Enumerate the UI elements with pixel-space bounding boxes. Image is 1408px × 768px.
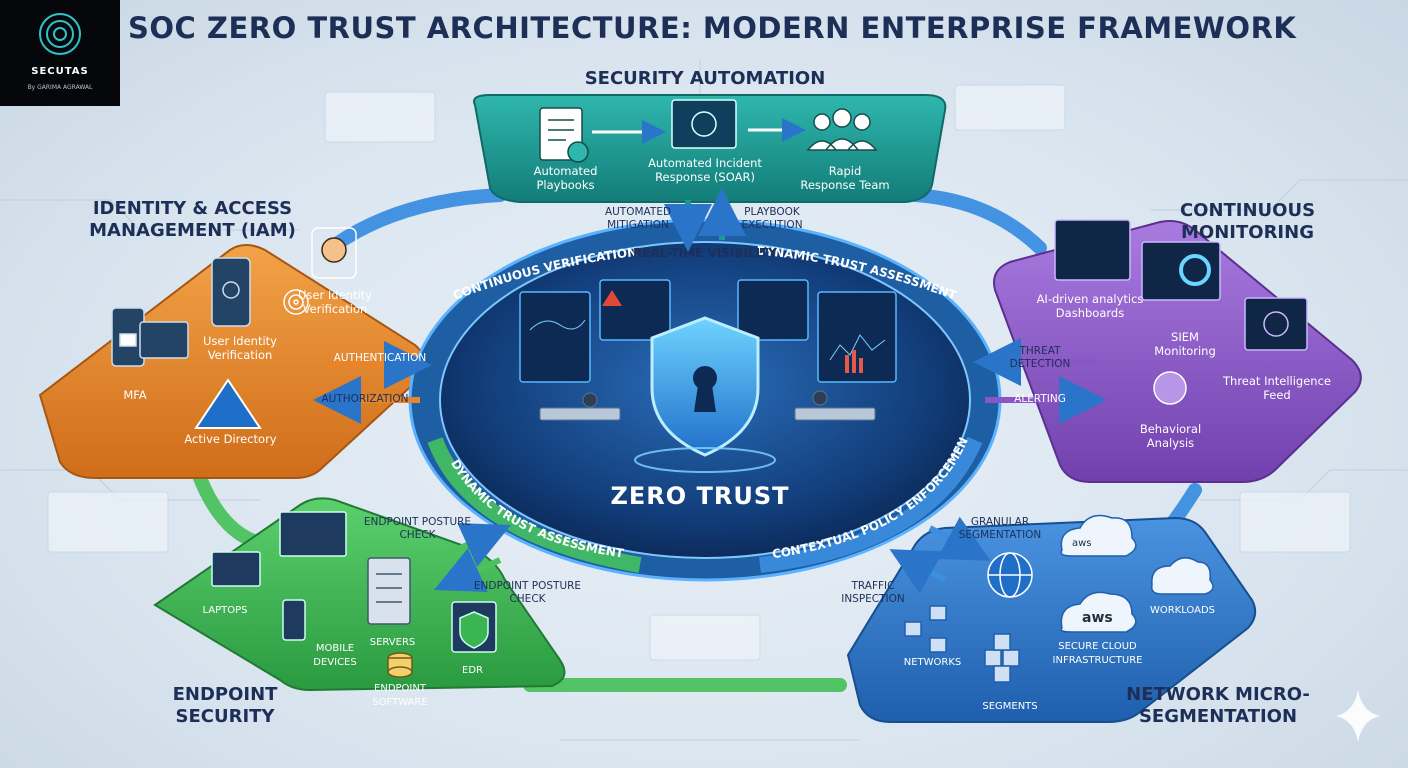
- code-window-icon: [139, 321, 189, 359]
- background-panels: [47, 84, 1351, 661]
- item-behavioral: Behavioral Analysis: [1139, 422, 1202, 450]
- section-title-monitoring: CONTINUOUS MONITORING: [1179, 200, 1316, 243]
- ai-dashboard-icon: [1054, 219, 1131, 281]
- flow-traffic-inspection: TRAFFIC INSPECTION: [841, 580, 905, 605]
- edr-shield-icon: [451, 601, 497, 653]
- flow-alerting: ALERTING: [1014, 393, 1066, 405]
- response-team-icon: [806, 108, 878, 151]
- playbook-icon: [539, 107, 589, 163]
- item-edr: EDR: [462, 665, 483, 676]
- section-title-endpoint: ENDPOINT SECURITY: [172, 684, 278, 727]
- soar-monitor-icon: [671, 99, 737, 149]
- item-active-directory: Active Directory: [184, 432, 277, 446]
- cloud-icon: [1060, 514, 1214, 633]
- analyst-desks: [539, 390, 876, 421]
- laptop-icon: [211, 511, 347, 587]
- ring-label-top: REAL-TIME VISIBILITY: [633, 246, 777, 260]
- item-user-identity-1: User Identity Verification: [298, 288, 372, 316]
- flow-playbook-execution: PLAYBOOK EXECUTION: [741, 206, 803, 231]
- section-title-iam: IDENTITY & ACCESS MANAGEMENT (IAM): [89, 198, 296, 241]
- item-user-identity-2: User Identity Verification: [203, 334, 277, 362]
- flow-threat-detection: THREAT DETECTION: [1009, 345, 1071, 370]
- logo-byline: By GARIMA AGRAWAL: [27, 84, 93, 91]
- item-laptops: LAPTOPS: [202, 605, 248, 616]
- behavioral-brain-icon: [1153, 371, 1187, 405]
- item-soar: Automated Incident Response (SOAR): [648, 156, 762, 184]
- item-automated-playbooks: Automated Playbooks: [533, 164, 598, 192]
- shield-glow-base: [634, 447, 776, 473]
- logo-mark: [39, 13, 81, 55]
- item-siem: SIEM Monitoring: [1154, 330, 1216, 358]
- item-servers: SERVERS: [369, 637, 416, 648]
- section-title-automation: SECURITY AUTOMATION: [584, 68, 826, 89]
- page-title: SOC ZERO TRUST ARCHITECTURE: MODERN ENTE…: [128, 11, 1297, 45]
- warning-icon: [602, 290, 622, 306]
- threat-intel-icon: [1244, 297, 1308, 351]
- item-networks: NETWORKS: [903, 657, 962, 668]
- flow-endpoint-posture-2: ENDPOINT POSTURE CHECK: [473, 580, 582, 605]
- item-mfa: MFA: [123, 388, 147, 402]
- globe-icon: [987, 552, 1033, 598]
- item-secure-cloud: SECURE CLOUD INFRASTRUCTURE: [1052, 641, 1143, 666]
- flow-authorization: AUTHORIZATION: [321, 393, 409, 405]
- sparkle-icon: [1336, 690, 1380, 742]
- flow-granular-segmentation: GRANULAR SEGMENTATION: [958, 516, 1042, 541]
- core-monitors: [519, 279, 897, 383]
- logo-brand: SECUTAS: [31, 66, 89, 77]
- phone-icon: [211, 257, 251, 327]
- segment-cubes-icon: [984, 633, 1020, 683]
- background-circuit-lines: [0, 60, 1408, 741]
- flow-authentication: AUTHENTICATION: [333, 352, 427, 364]
- flow-arrows: [313, 341, 432, 424]
- mfa-lock-icon: [111, 307, 145, 367]
- item-workloads: WORKLOADS: [1149, 605, 1216, 616]
- mobile-device-icon: [282, 599, 306, 641]
- face-id-icon: [311, 227, 357, 279]
- active-directory-icon: [194, 378, 262, 429]
- zero-trust-label: ZERO TRUST: [610, 482, 790, 510]
- aws-badge-1: aws: [1072, 538, 1092, 549]
- ring-arc-lower-right: [759, 436, 983, 573]
- item-endpoint-software: ENDPOINT SOFTWARE: [372, 683, 428, 708]
- section-title-network: NETWORK MICRO-SEGMENTATION: [1126, 684, 1310, 727]
- flow-endpoint-posture-1: ENDPOINT POSTURE CHECK: [363, 516, 472, 541]
- monitor-graphics: [529, 319, 886, 373]
- flow-automated-mitigation: AUTOMATED MITIGATION: [604, 206, 672, 231]
- network-nodes-icon: [904, 605, 947, 653]
- item-rapid-response: Rapid Response Team: [800, 164, 890, 192]
- item-threat-intel: Threat Intelligence Feed: [1223, 374, 1331, 402]
- ring-arc-lower-left: [427, 437, 642, 573]
- aws-badge-2: aws: [1082, 610, 1113, 626]
- item-ai-dashboards: AI-driven analytics Dashboards: [1036, 292, 1144, 320]
- siem-monitor-icon: [1141, 241, 1221, 301]
- database-icon: [387, 652, 413, 678]
- item-segments: SEGMENTS: [982, 701, 1038, 712]
- server-icon: [367, 557, 411, 625]
- fingerprint-icon: [283, 289, 309, 315]
- item-mobile-devices: MOBILE DEVICES: [313, 643, 357, 668]
- keyhole-icon: [693, 366, 717, 412]
